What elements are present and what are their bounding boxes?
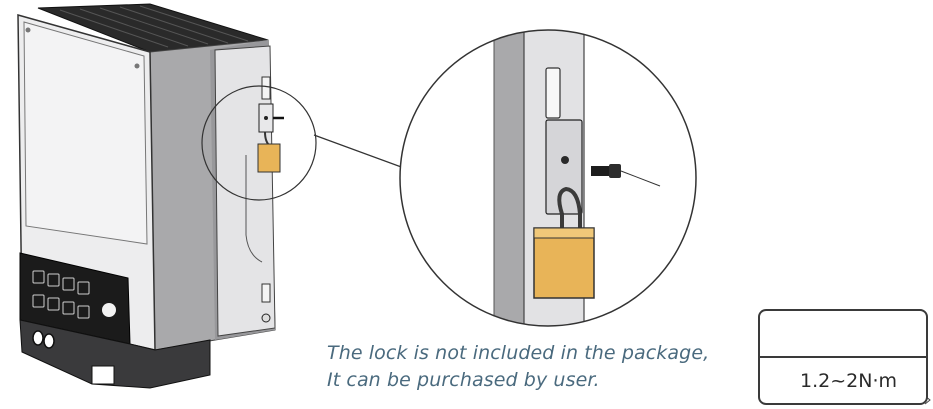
inverter-unit	[17, 3, 284, 389]
bracket-slot-zoomed	[545, 67, 561, 119]
ground-screw	[261, 313, 271, 323]
caption-line-1: The lock is not included in the package,	[327, 342, 710, 364]
bracket-slot	[261, 283, 271, 303]
detail-callout-small	[201, 85, 317, 201]
lock-hole	[264, 116, 268, 120]
heatsink-fins	[59, 5, 249, 48]
status-indicator-led	[102, 303, 116, 317]
corner-screw	[25, 27, 31, 33]
inverter-base	[19, 319, 211, 389]
lock-hole-zoomed	[561, 156, 569, 164]
callout-line	[313, 134, 405, 169]
caption-line-2: It can be purchased by user.	[327, 369, 600, 391]
bracket-slot	[261, 76, 271, 100]
small-padlock	[257, 143, 281, 173]
magnified-detail	[400, 30, 696, 326]
connector-port	[32, 330, 44, 346]
security-screw	[591, 164, 661, 187]
panel-buttons	[32, 270, 90, 319]
detail-callout-large	[399, 29, 697, 327]
cable-gland	[91, 365, 115, 385]
caption-text: The lock is not included in the package,…	[327, 340, 747, 394]
padlock-body	[533, 227, 595, 299]
bracket-edge-line	[245, 155, 263, 263]
torque-spec-box: 1.2~2N·m	[758, 309, 928, 405]
corner-screw	[134, 63, 140, 69]
torque-divider	[760, 356, 926, 358]
connector-port	[43, 333, 55, 349]
padlock-shackle	[557, 186, 582, 232]
torque-value: 1.2~2N·m	[800, 370, 897, 392]
inverter-front-inner	[23, 21, 148, 245]
